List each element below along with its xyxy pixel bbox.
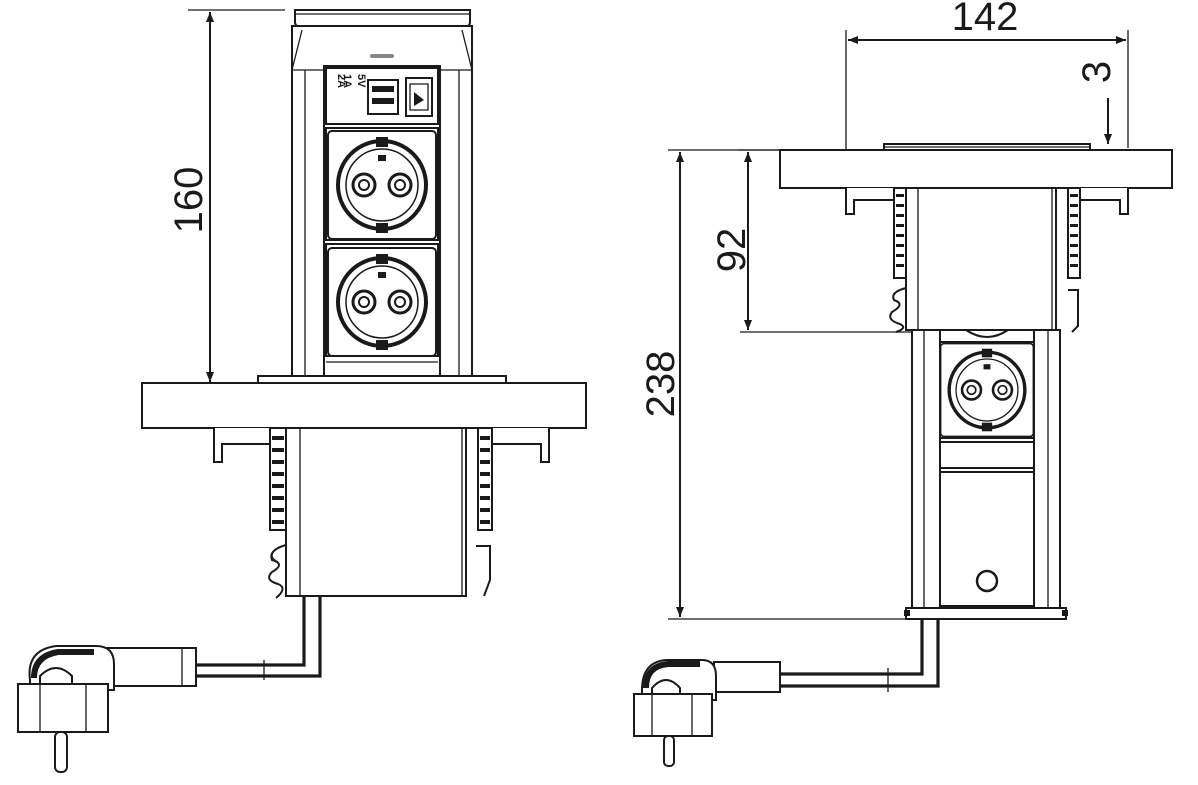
left-view: 160 5V 1A 2A: [17, 9, 587, 773]
dimension-238: 238: [639, 149, 912, 620]
right-view: 142 3 92 238: [633, 0, 1173, 767]
dimension-142: 142: [845, 0, 1129, 190]
tower-extended: [904, 329, 1068, 620]
power-cable-side: [713, 619, 940, 693]
dim-label-92: 92: [710, 228, 754, 273]
usb-label-1a: 1A: [341, 74, 353, 88]
usb-label-5v: 5V: [355, 74, 367, 88]
schuko-plug-icon: [633, 659, 717, 767]
usb-label-2a: 2A: [335, 74, 347, 88]
dim-label-3: 3: [1075, 61, 1119, 83]
top-cap: [294, 9, 471, 28]
schuko-socket-icon: [326, 246, 438, 358]
schuko-plug-icon: [17, 645, 115, 773]
dimension-92: 92: [710, 149, 912, 333]
housing-below: [268, 427, 493, 599]
table-plate-side: [779, 143, 1173, 189]
network-port-icon: [405, 77, 433, 117]
dim-label-160: 160: [167, 167, 211, 234]
housing-side: [889, 187, 1081, 333]
usb-port-icon: [367, 79, 399, 115]
schuko-socket-icon: [326, 129, 438, 241]
usb-panel: 5V 1A 2A: [325, 67, 439, 125]
schuko-socket-icon: [938, 341, 1036, 439]
tower-body: 5V 1A 2A: [291, 25, 473, 377]
dim-label-238: 238: [639, 351, 683, 418]
table-plate: [141, 375, 587, 429]
dim-label-142: 142: [952, 0, 1019, 39]
dimension-160: 160: [167, 9, 285, 382]
power-cable: [105, 596, 322, 687]
